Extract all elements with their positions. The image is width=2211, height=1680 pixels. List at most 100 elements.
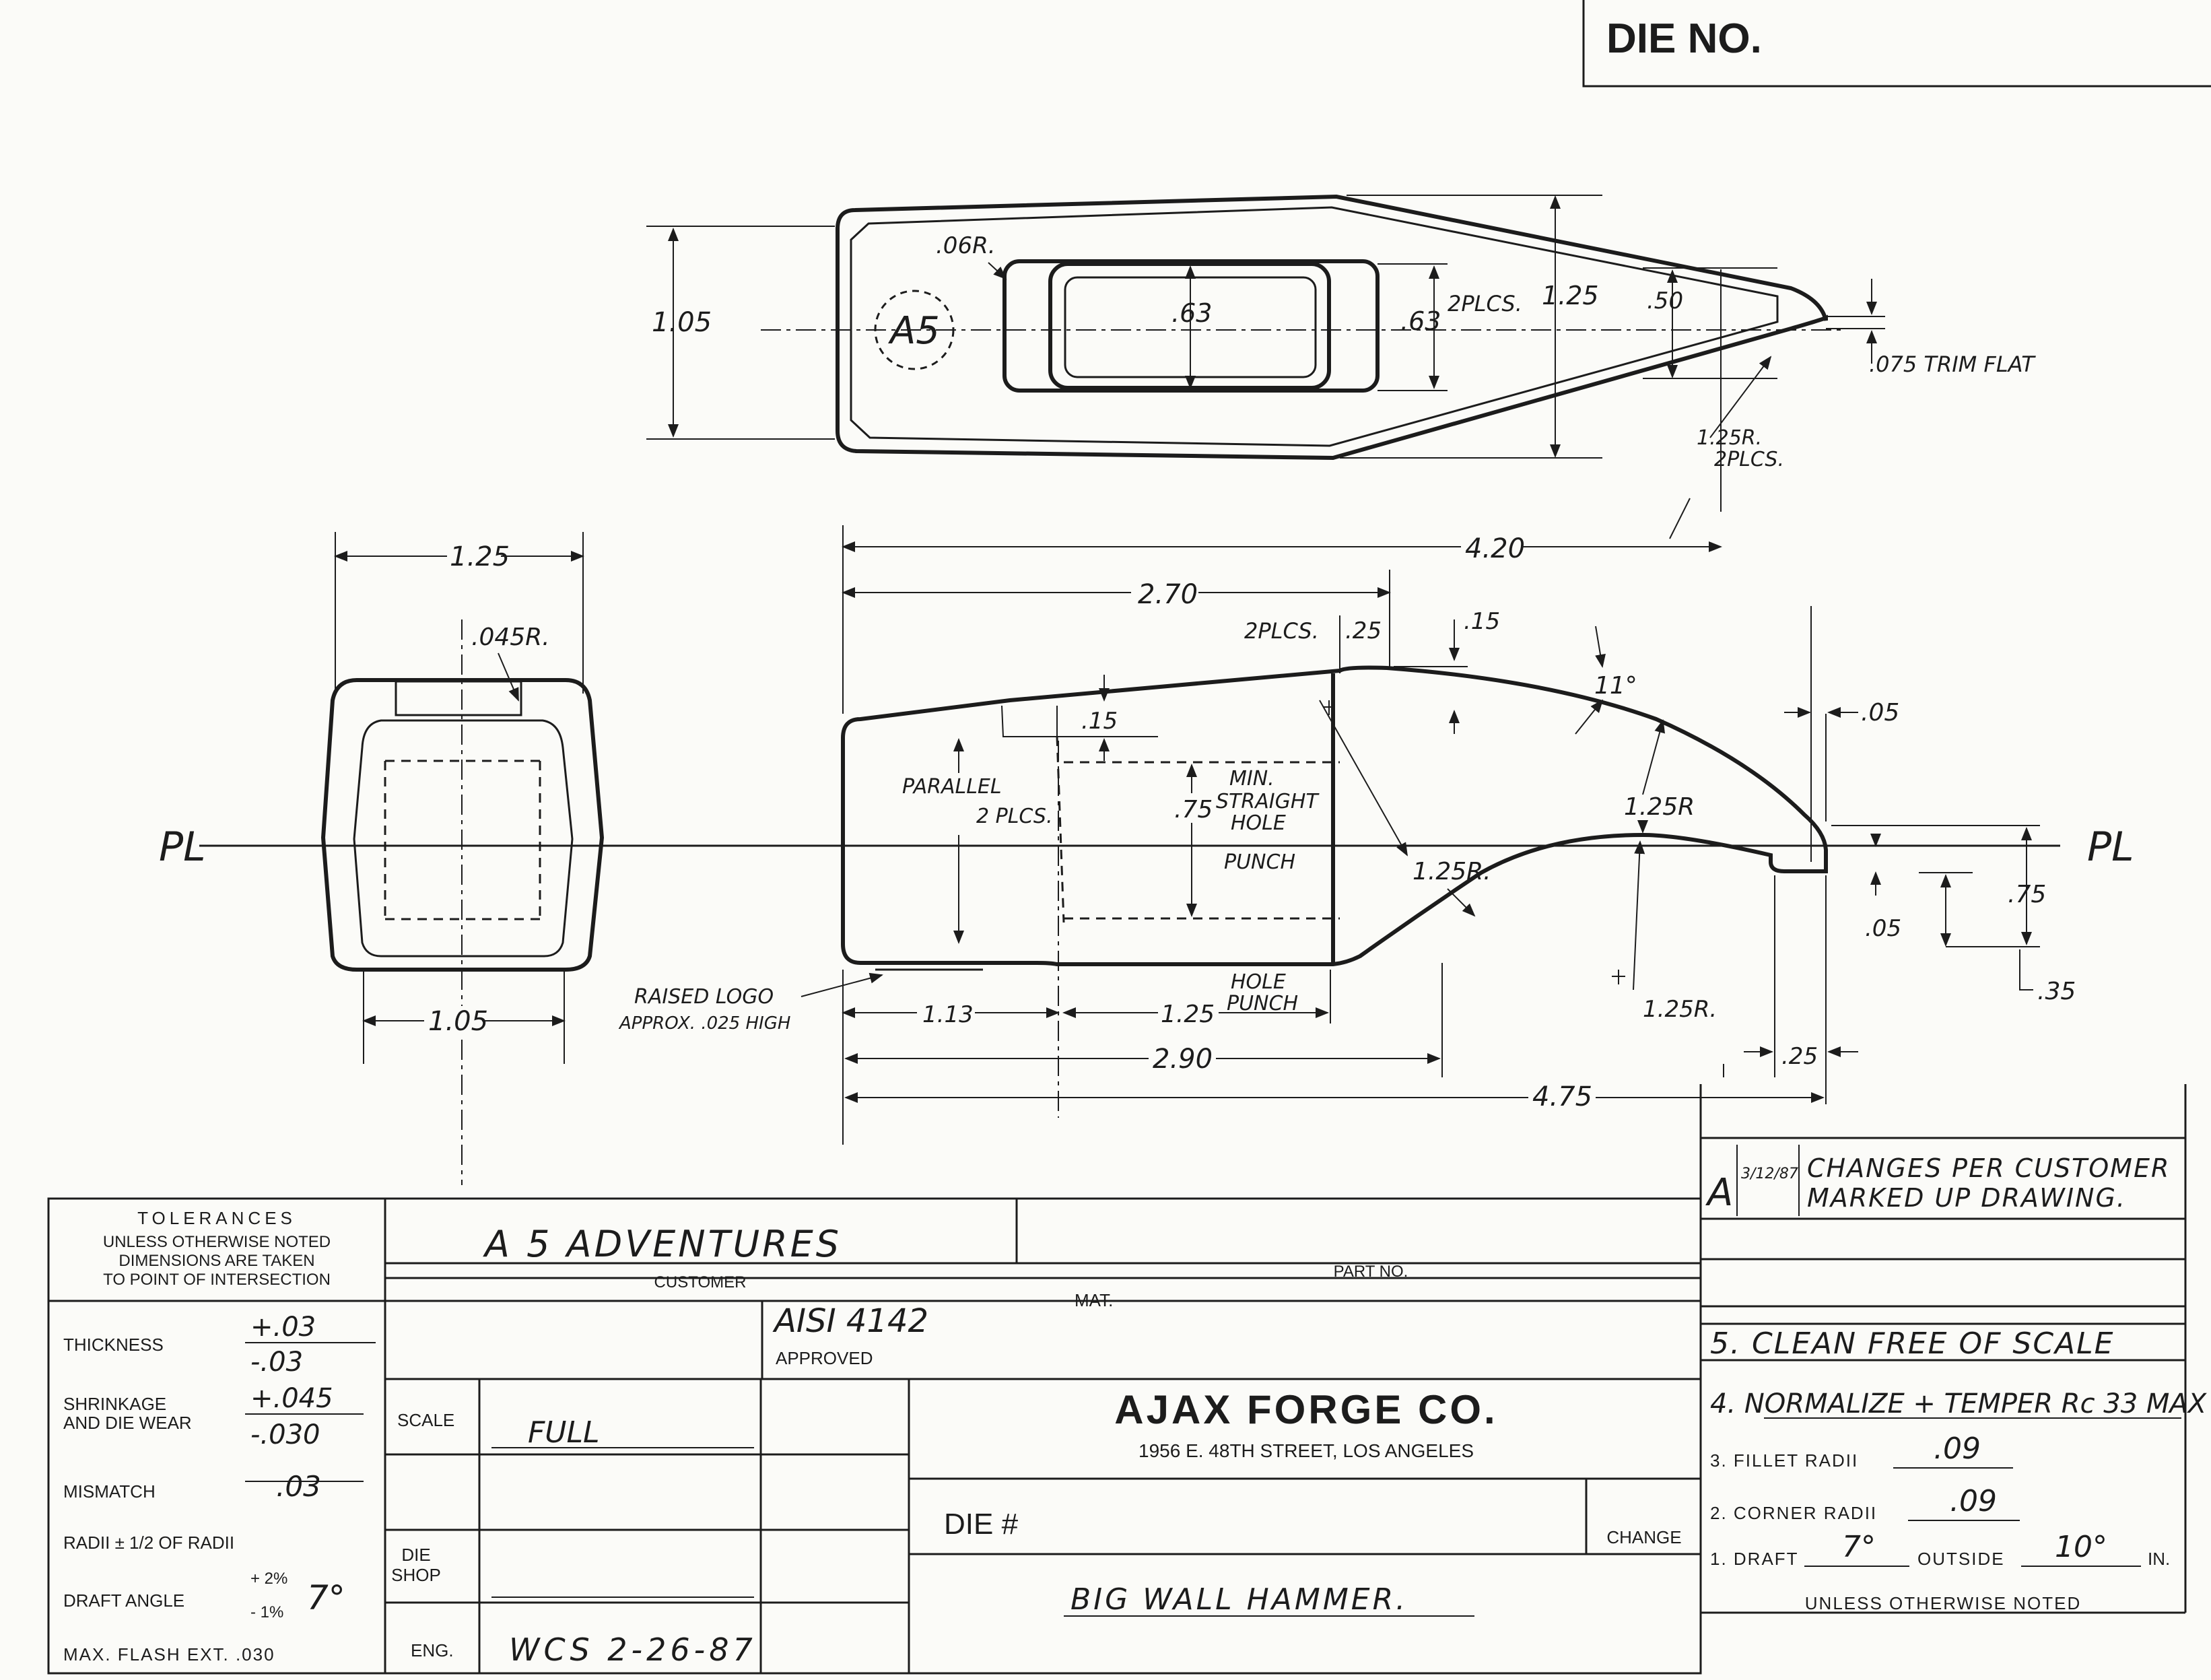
note-1-outside-value: 10° <box>2055 1530 2107 1564</box>
dim-nose-radius-places: 2PLCS. <box>1714 448 1784 471</box>
dim-end-fillet: .045R. <box>471 624 550 651</box>
note-1-label: 1. DRAFT <box>1710 1549 1799 1569</box>
mismatch-value: .03 <box>276 1470 321 1503</box>
dim-end-top-width: 1.25 <box>450 541 510 572</box>
note-2-label: 2. CORNER RADII <box>1710 1503 1877 1523</box>
engineer-label: ENG. <box>411 1640 454 1660</box>
dim-top-height-left: 1.05 <box>652 307 712 338</box>
revision-date: 3/12/87 <box>1741 1166 1798 1182</box>
dim-rise-15-top: .15 <box>1464 608 1500 635</box>
dim-parallel-places: 2 PLCS. <box>976 805 1053 828</box>
dim-length-113: 1.13 <box>922 1001 974 1028</box>
revision-text-1: CHANGES PER CUSTOMER <box>1807 1153 2170 1183</box>
shrinkage-plus: +.045 <box>250 1383 333 1414</box>
radii-label: RADII ± 1/2 OF RADII <box>63 1533 234 1553</box>
note-1-unit: IN. <box>2148 1549 2170 1569</box>
note-3-label: 3. FILLET RADII <box>1710 1450 1858 1471</box>
title-block: TOLERANCES UNLESS OTHERWISE NOTED DIMENS… <box>47 1084 2208 1675</box>
note-2-value: .09 <box>1950 1484 1997 1518</box>
engineer-value: WCS 2-26-87 <box>509 1632 757 1668</box>
dim-length-270: 2.70 <box>1138 579 1198 610</box>
dim-step-15: .15 <box>1081 708 1118 735</box>
note-4: 4. NORMALIZE + TEMPER Rc 33 MAX <box>1710 1388 2208 1419</box>
note-5: 5. CLEAN FREE OF SCALE <box>1710 1326 2114 1361</box>
dim-slot-width: .63 <box>1400 306 1441 336</box>
thickness-plus: +.03 <box>250 1312 316 1343</box>
dim-radius-upper: 1.25R <box>1624 793 1695 821</box>
dim-tip-35: .35 <box>2037 978 2076 1005</box>
max-flash-label: MAX. FLASH EXT. .030 <box>63 1644 275 1665</box>
dim-two-places-25: 2PLCS. <box>1244 618 1319 644</box>
material-label: MAT. <box>1075 1290 1113 1310</box>
dim-length-475: 4.75 <box>1532 1081 1592 1112</box>
side-view: PL PL 4.20 2.70 2PLCS. .25 .15 11° <box>159 269 2134 1145</box>
tolerances-title: TOLERANCES <box>137 1208 296 1228</box>
dim-punch-label: PUNCH <box>1224 850 1295 874</box>
draft-label: DRAFT ANGLE <box>63 1590 184 1611</box>
top-view-logo-text: A5 <box>888 309 940 353</box>
dim-slot-two-places: 2PLCS. <box>1448 291 1522 316</box>
shrinkage-label-2: AND DIE WEAR <box>63 1413 192 1433</box>
dim-hole-punch-2: PUNCH <box>1227 992 1298 1015</box>
dim-hole-punch-1: HOLE <box>1231 970 1286 994</box>
end-view: 1.25 .045R. 1.05 <box>320 532 605 1185</box>
customer-value: A 5 ADVENTURES <box>483 1223 842 1265</box>
company-address: 1956 E. 48TH STREET, LOS ANGELES <box>1138 1440 1474 1461</box>
dim-min-label: MIN. <box>1229 767 1274 791</box>
die-shop-label-1: DIE <box>401 1545 430 1565</box>
dim-length-290: 2.90 <box>1153 1044 1213 1075</box>
thickness-minus: -.03 <box>250 1347 303 1378</box>
tolerances-note-3: TO POINT OF INTERSECTION <box>103 1271 331 1289</box>
die-shop-label-2: SHOP <box>391 1565 441 1585</box>
dim-top-corner-radius: .06R. <box>936 232 996 259</box>
scale-label: SCALE <box>397 1410 454 1430</box>
dim-top-overall-height: 1.25 <box>1542 281 1599 310</box>
revision-letter: A <box>1705 1171 1733 1215</box>
draft-value: 7° <box>307 1578 345 1617</box>
dim-flat-05: .05 <box>1861 699 1899 727</box>
dim-angle-11: 11° <box>1594 672 1637 700</box>
dim-nose-radius: 1.25R. <box>1697 426 1762 450</box>
tolerances-note-1: UNLESS OTHERWISE NOTED <box>103 1233 331 1251</box>
raised-logo-label: RAISED LOGO <box>634 985 774 1009</box>
change-label: CHANGE <box>1606 1527 1681 1547</box>
dim-nose-width: .50 <box>1647 288 1683 314</box>
top-view: A5 1.05 .06R. .63 .63 2PLCS. 1.25 .50 <box>646 194 2036 471</box>
note-1-outside: OUTSIDE <box>1917 1549 2005 1569</box>
note-3-value: .09 <box>1934 1432 1981 1466</box>
tolerances-note-2: DIMENSIONS ARE TAKEN <box>118 1252 314 1270</box>
dim-radius-lower: 1.25R. <box>1643 996 1717 1023</box>
thickness-label: THICKNESS <box>63 1335 164 1355</box>
dim-trim-flat: .075 TRIM FLAT <box>1869 351 2036 377</box>
dim-end-bottom-width: 1.05 <box>428 1006 488 1037</box>
dim-slot-height: .63 <box>1171 298 1212 328</box>
company-name: AJAX FORGE CO. <box>1114 1387 1497 1432</box>
shrinkage-label-1: SHRINKAGE <box>63 1394 166 1414</box>
note-1-value: 7° <box>1842 1530 1876 1564</box>
dim-tip-75: .75 <box>2008 881 2046 908</box>
raised-logo-height: APPROX. .025 HIGH <box>618 1013 790 1034</box>
mismatch-label: MISMATCH <box>63 1481 156 1502</box>
revision-text-2: MARKED UP DRAWING. <box>1807 1183 2126 1213</box>
die-hash-label: DIE # <box>944 1508 1019 1541</box>
dim-tip-05: .05 <box>1865 915 1901 942</box>
dim-step-25: .25 <box>1345 617 1382 644</box>
draft-plus: + 2% <box>250 1570 287 1588</box>
scale-value: FULL <box>528 1415 600 1450</box>
shrinkage-minus: -.030 <box>250 1419 320 1450</box>
dim-overall-top-length: 4.20 <box>1465 533 1525 564</box>
dim-hole-label: HOLE <box>1231 811 1286 835</box>
dim-length-125: 1.25 <box>1161 1001 1215 1028</box>
dim-tip-25: .25 <box>1781 1043 1818 1070</box>
dim-radius-mid: 1.25R. <box>1413 858 1491 885</box>
dim-straight-label: STRAIGHT <box>1216 790 1320 813</box>
material-value: AISI 4142 <box>772 1302 928 1340</box>
dim-hole-75: .75 <box>1174 796 1213 824</box>
notes-footer: UNLESS OTHERWISE NOTED <box>1805 1593 2081 1613</box>
customer-label: CUSTOMER <box>654 1273 747 1291</box>
dim-parallel-label: PARALLEL <box>902 775 1002 799</box>
part-no-label: PART NO. <box>1334 1263 1408 1281</box>
die-number-box: DIE NO. <box>1582 0 2211 88</box>
approved-label: APPROVED <box>776 1348 873 1368</box>
